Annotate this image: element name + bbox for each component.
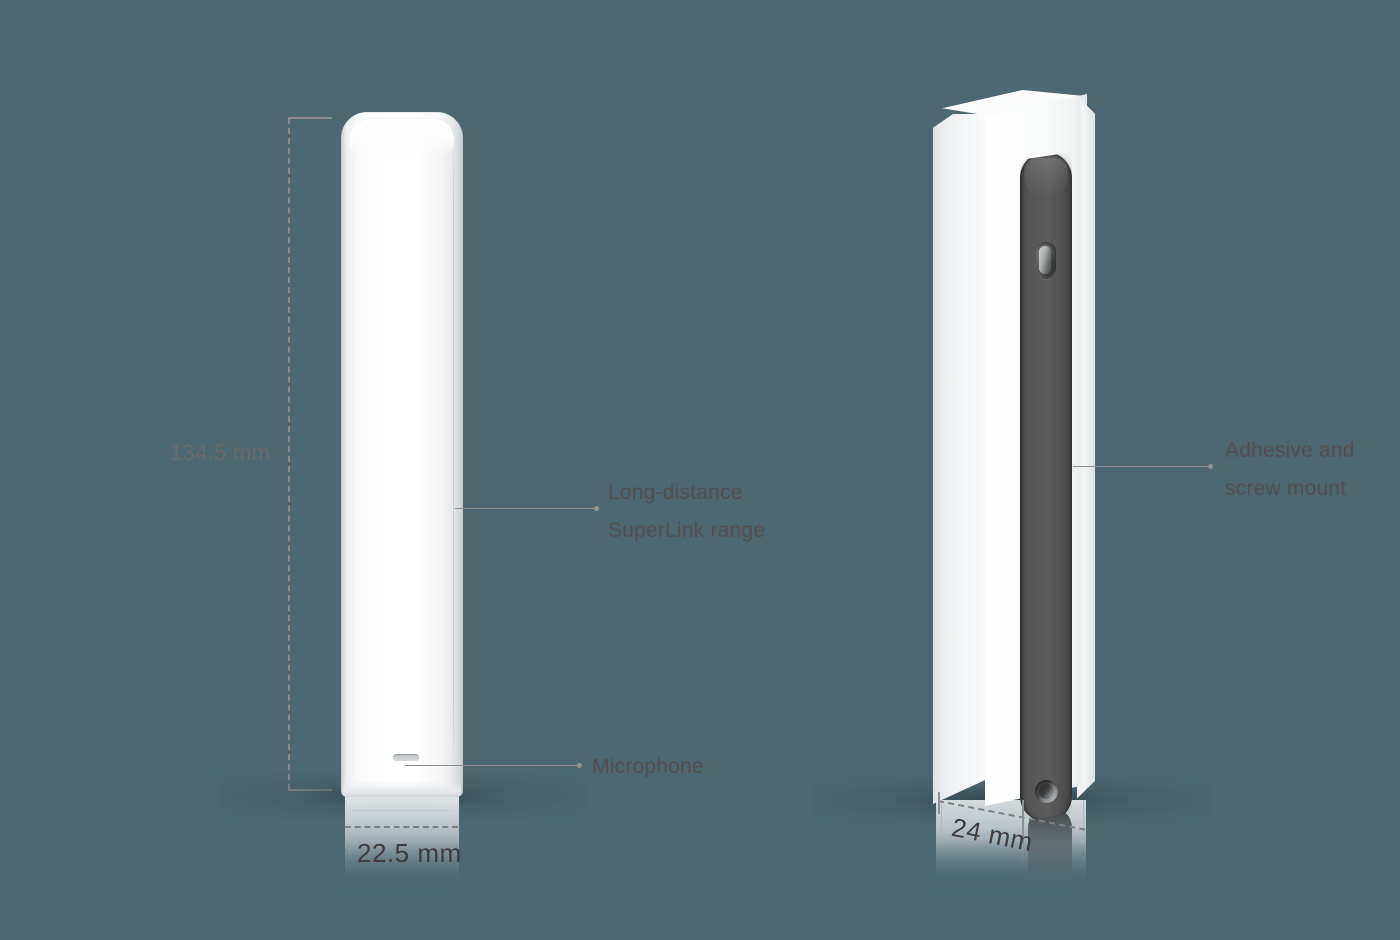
superlink-leader-line bbox=[455, 508, 597, 509]
right-reflection-edge-3 bbox=[1083, 800, 1084, 846]
left-reflection-seam-1 bbox=[352, 810, 450, 811]
right-product-side-face bbox=[933, 114, 993, 804]
superlink-callout-line1: Long-distance bbox=[608, 481, 743, 504]
microphone-callout-label: Microphone bbox=[592, 755, 704, 778]
mount-callout-line2: screw mount bbox=[1225, 477, 1347, 500]
width-dimension-label: 22.5 mm bbox=[357, 838, 462, 868]
right-product-body bbox=[925, 90, 1095, 822]
keyhole-slot-inner bbox=[1039, 246, 1051, 274]
height-guide-tick-top bbox=[288, 117, 332, 119]
mount-leader-line bbox=[1073, 466, 1211, 467]
left-product-edge-seam bbox=[453, 122, 454, 782]
microphone-slot-icon bbox=[393, 754, 419, 761]
left-product-bottom-lip bbox=[343, 781, 461, 797]
height-dimension-label: 134.5 mm bbox=[170, 440, 271, 465]
left-product-body bbox=[341, 112, 463, 797]
microphone-leader-dot bbox=[577, 763, 582, 768]
microphone-leader-line bbox=[405, 765, 580, 766]
right-reflection-edge-1 bbox=[941, 800, 942, 852]
left-reflection-seam-2 bbox=[350, 818, 453, 819]
depth-dimension-stem-left bbox=[938, 792, 940, 814]
depth-dimension-stem-right bbox=[1022, 800, 1024, 844]
superlink-leader-dot bbox=[594, 506, 599, 511]
height-dimension-guide bbox=[288, 118, 290, 790]
mount-leader-dot bbox=[1208, 464, 1213, 469]
superlink-callout-line2: SuperLink range bbox=[608, 519, 766, 542]
left-product-reflection bbox=[345, 797, 459, 895]
height-guide-tick-bottom bbox=[288, 789, 332, 791]
mount-callout-line1: Adhesive and bbox=[1225, 439, 1355, 462]
width-dimension-dash bbox=[345, 826, 458, 828]
screw-hole-inner bbox=[1039, 784, 1054, 799]
left-product-top-cap bbox=[350, 118, 454, 158]
right-product-right-edge bbox=[1077, 96, 1095, 799]
